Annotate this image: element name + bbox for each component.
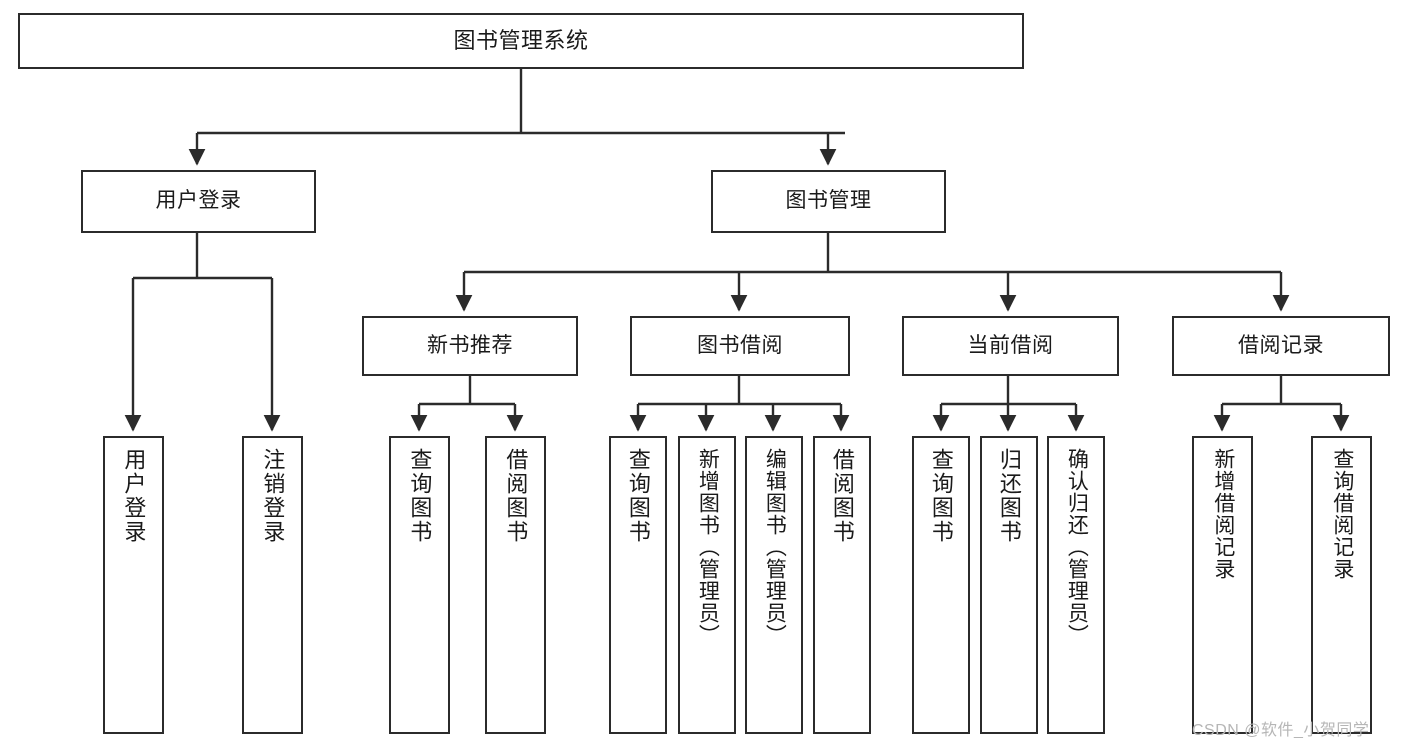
node-label: 图书管理	[785, 189, 872, 213]
node-label: 借阅记录	[1238, 333, 1324, 357]
node-label: 借阅图书	[503, 448, 529, 544]
node-label: 图书借阅	[697, 333, 783, 357]
node-new-book-recommend[interactable]: 新书推荐	[362, 316, 578, 376]
node-leaf-return-book[interactable]: 归还图书	[980, 436, 1038, 734]
node-user-login[interactable]: 用户登录	[81, 170, 316, 233]
node-label: 确认归还（管理员）	[1065, 448, 1089, 646]
node-book-borrow[interactable]: 图书借阅	[630, 316, 850, 376]
node-borrow-record[interactable]: 借阅记录	[1172, 316, 1390, 376]
node-leaf-borrow-book-recommend[interactable]: 借阅图书	[485, 436, 546, 734]
node-label: 查询图书	[625, 448, 651, 544]
node-current-borrow[interactable]: 当前借阅	[902, 316, 1119, 376]
node-label: 新书推荐	[427, 333, 513, 357]
node-label: 查询图书	[407, 448, 433, 544]
node-leaf-user-login[interactable]: 用户登录	[103, 436, 164, 734]
node-root-book-management-system[interactable]: 图书管理系统	[18, 13, 1024, 69]
node-leaf-edit-book-admin[interactable]: 编辑图书（管理员）	[745, 436, 803, 734]
node-label: 借阅图书	[829, 448, 855, 544]
node-leaf-add-borrow-record[interactable]: 新增借阅记录	[1192, 436, 1253, 734]
csdn-watermark: CSDN @软件_小贺同学	[1192, 722, 1370, 739]
node-label: 当前借阅	[967, 333, 1054, 357]
node-label: 归还图书	[996, 448, 1022, 544]
node-label: 图书管理系统	[453, 28, 589, 54]
node-leaf-query-book-current[interactable]: 查询图书	[912, 436, 970, 734]
node-label: 注销登录	[260, 448, 286, 544]
node-label: 新增图书（管理员）	[696, 448, 720, 646]
node-label: 新增借阅记录	[1211, 448, 1235, 580]
node-leaf-query-book[interactable]: 查询图书	[609, 436, 667, 734]
node-leaf-logout[interactable]: 注销登录	[242, 436, 303, 734]
node-leaf-query-book-recommend[interactable]: 查询图书	[389, 436, 450, 734]
node-leaf-confirm-return-admin[interactable]: 确认归还（管理员）	[1047, 436, 1105, 734]
node-leaf-add-book-admin[interactable]: 新增图书（管理员）	[678, 436, 736, 734]
node-label: 查询图书	[928, 448, 954, 544]
node-leaf-query-borrow-record[interactable]: 查询借阅记录	[1311, 436, 1372, 734]
node-book-management[interactable]: 图书管理	[711, 170, 946, 233]
node-label: 用户登录	[121, 448, 147, 544]
node-label: 查询借阅记录	[1330, 448, 1354, 580]
node-label: 用户登录	[155, 189, 242, 213]
node-leaf-borrow-book[interactable]: 借阅图书	[813, 436, 871, 734]
node-label: 编辑图书（管理员）	[763, 448, 787, 646]
